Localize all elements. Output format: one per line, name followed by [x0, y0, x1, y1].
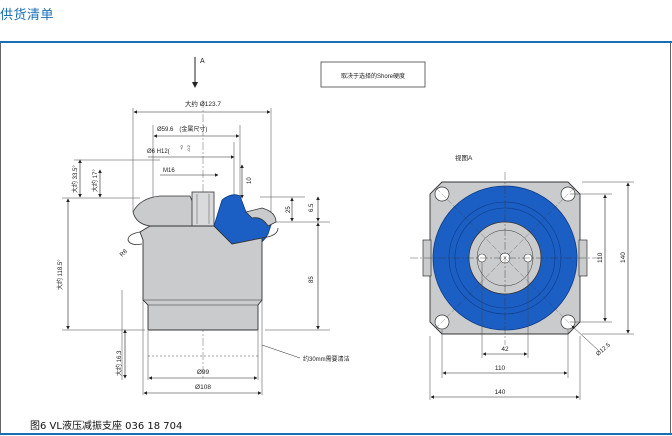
dim-42: 42: [501, 346, 509, 353]
dim-outer-diameter: 大约 Ø123.7: [185, 99, 222, 108]
dim-diameter-108: Ø108: [195, 384, 211, 391]
dim-bore-tol-top: +0: [179, 145, 184, 150]
mount-right-flange: [245, 207, 277, 227]
dim-140-vertical: 140: [620, 252, 627, 263]
dim-140-horizontal: 140: [495, 389, 506, 396]
dim-height-6-5: 6.5: [309, 203, 315, 212]
dim-bottom-height: 大约 16.3: [115, 350, 123, 376]
footer-divider: [0, 433, 672, 435]
dim-110-vertical: 110: [597, 252, 604, 263]
dim-110-horizontal: 110: [495, 365, 506, 372]
mount-top-flange: [132, 195, 197, 227]
dim-radius-r8: R8: [119, 248, 129, 258]
dim-thread: M16: [163, 168, 175, 174]
page-title: 供货清单: [0, 8, 55, 23]
note-box-text: 取决于选择的Shore硬度: [341, 72, 405, 80]
dim-height-25: 25: [286, 206, 292, 213]
note-cleaning: 约30mm需要清洁: [303, 355, 350, 363]
top-view-label: 视图A: [455, 153, 473, 162]
dim-total-height: 大约 118.5°: [56, 259, 64, 290]
figure-caption: 图6 VL液压减振支座 036 18 704: [30, 421, 183, 432]
dim-hole-diameter: Ø12.5: [595, 342, 612, 358]
dim-height-85: 85: [309, 276, 315, 283]
top-view: 视图A 110 140: [410, 153, 634, 400]
dim-bore-tol-bottom: -0.2: [186, 144, 191, 152]
dim-angle-17: 大约 17°: [91, 169, 99, 192]
dim-bore-fit: Ø6 H12(: [147, 149, 170, 155]
frame-right-border: [670, 43, 671, 433]
mount-stud: [191, 191, 215, 227]
frame-left-border: [0, 43, 1, 433]
mount-housing: [139, 225, 263, 331]
dim-diameter-99: Ø99: [197, 369, 210, 376]
header-divider: [0, 41, 672, 43]
note-box: [320, 61, 426, 88]
side-view: A 大约 Ø123.7 Ø59.6 (金属尺寸) Ø6 H12( +0 -0.2…: [56, 57, 350, 395]
dim-depth-10: 10: [247, 177, 253, 184]
dim-metal-diameter: Ø59.6 (金属尺寸): [157, 125, 207, 133]
dim-top-height: 大约 33.5°: [71, 165, 79, 193]
view-arrow-label: A: [200, 58, 205, 65]
